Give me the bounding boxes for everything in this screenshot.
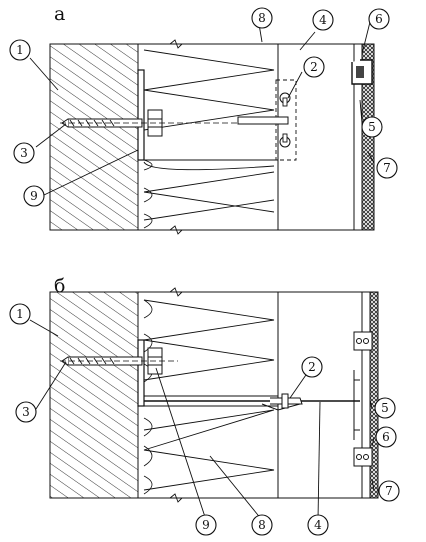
svg-text:9: 9 [202,518,210,532]
cladding-panel [361,291,371,499]
anchor-bolt [60,109,238,137]
insulation-fibers-bottom [143,409,275,491]
svg-text:6: 6 [375,12,383,26]
callout-b-9: 9 [195,514,217,536]
panel-a-leaders [29,17,375,196]
facade-finish [369,291,379,499]
svg-text:1: 1 [16,307,24,321]
callout-b-4: 4 [307,514,329,536]
bracket-outline [275,79,297,161]
masonry-wall [49,43,139,231]
svg-text:5: 5 [368,120,376,134]
panel-b-leaders [29,319,375,521]
svg-text:8: 8 [258,11,266,25]
svg-text:1: 1 [16,43,24,57]
insulation-layer [137,43,279,231]
anchor-bolt [60,347,178,375]
bracket-base [137,69,145,161]
callout-b-6: 6 [375,426,397,448]
svg-text:5: 5 [381,401,389,415]
clip-top [353,331,373,351]
svg-text:2: 2 [308,360,316,374]
bracket-base [137,339,145,407]
svg-text:6: 6 [382,430,390,444]
panel-a: а [9,3,398,235]
callout-b-3: 3 [15,401,37,423]
clip-bottom [353,447,373,467]
callout-b-1: 1 [9,303,31,325]
svg-text:2: 2 [310,60,318,74]
callout-a-8: 8 [251,7,273,29]
bracket-slots [279,92,291,148]
callout-a-5: 5 [361,116,383,138]
panel-a-label: а [54,3,65,25]
callout-b-7: 7 [378,480,400,502]
callout-a-4: 4 [312,9,334,31]
svg-text:8: 8 [258,518,266,532]
callout-a-9: 9 [23,185,45,207]
callout-a-7: 7 [376,157,398,179]
panel-b-label: б [54,275,65,297]
callout-a-3: 3 [13,142,35,164]
air-gap [277,291,363,499]
callout-b-2: 2 [301,356,323,378]
masonry-wall [49,291,139,499]
svg-text:7: 7 [383,161,391,175]
callout-b-8: 8 [251,514,273,536]
svg-text:4: 4 [319,13,327,27]
svg-text:3: 3 [22,405,30,419]
callout-a-6: 6 [368,8,390,30]
svg-text:7: 7 [385,484,393,498]
callout-a-2: 2 [303,56,325,78]
svg-text:4: 4 [314,518,322,532]
callout-b-5: 5 [374,397,396,419]
callout-a-1: 1 [9,39,31,61]
insulation-fibers-bottom [143,161,275,221]
guide-rod [237,116,289,125]
panel-b: б [9,275,400,536]
svg-text:9: 9 [30,189,38,203]
svg-text:3: 3 [20,146,28,160]
insulation-layer [137,291,279,499]
